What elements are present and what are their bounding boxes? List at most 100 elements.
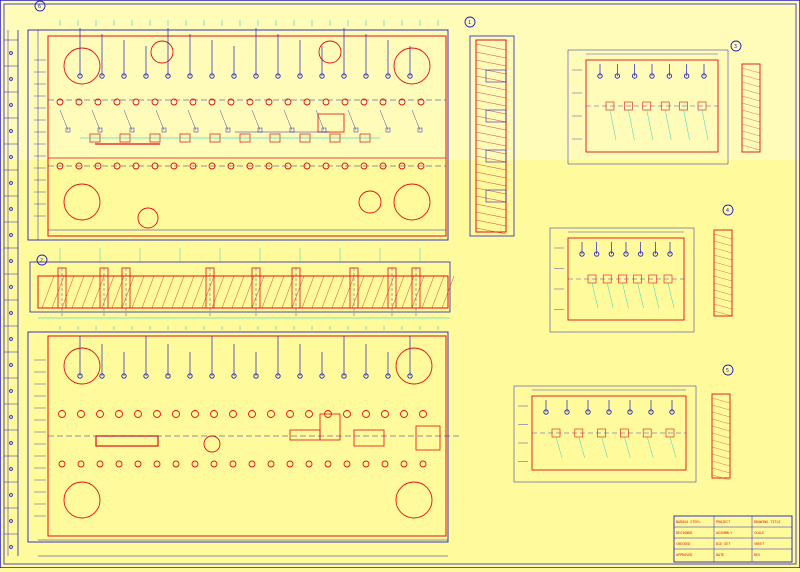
bolt-hole bbox=[379, 98, 387, 106]
hatch-line bbox=[741, 130, 761, 137]
pin-hole bbox=[614, 73, 620, 79]
pin-hole bbox=[627, 409, 633, 415]
small-square-mark bbox=[385, 127, 391, 133]
bolt-hole bbox=[191, 410, 199, 418]
dimension-marks bbox=[59, 20, 439, 330]
bolt-hole bbox=[322, 162, 330, 170]
plate-outer-frame bbox=[27, 29, 449, 241]
hatch-line bbox=[321, 275, 335, 309]
bolt-hole bbox=[362, 460, 370, 468]
small-square-mark bbox=[65, 127, 71, 133]
leader-line bbox=[187, 109, 197, 131]
hatch-line bbox=[475, 219, 507, 227]
hatch-line bbox=[475, 123, 507, 131]
hatch-line bbox=[475, 187, 507, 195]
margin-marker bbox=[9, 389, 13, 393]
view-side-lower bbox=[711, 393, 731, 481]
hatch-line bbox=[475, 115, 507, 123]
pin-hole bbox=[209, 73, 215, 79]
plate-edge bbox=[47, 35, 447, 237]
bolt-hole bbox=[172, 410, 180, 418]
bolt-hole bbox=[343, 460, 351, 468]
pin-hole bbox=[564, 409, 570, 415]
punch-block bbox=[289, 429, 321, 441]
leader-line bbox=[251, 109, 261, 131]
hatch-line bbox=[181, 275, 195, 309]
hatch-line bbox=[475, 195, 507, 203]
hatch-line bbox=[741, 123, 761, 130]
dim-leader bbox=[622, 282, 629, 309]
small-square-mark bbox=[257, 127, 263, 133]
margin-marker bbox=[9, 259, 13, 263]
hatch-line bbox=[161, 275, 175, 309]
bolt-hole bbox=[303, 98, 311, 106]
bolt-hole bbox=[58, 410, 66, 418]
dim-leader bbox=[646, 109, 653, 141]
bolt-hole bbox=[286, 410, 294, 418]
pocket bbox=[485, 69, 507, 83]
title-block-cell: PROJECT bbox=[716, 520, 730, 524]
hatch-line bbox=[475, 155, 507, 163]
margin-marker bbox=[9, 337, 13, 341]
margin-marker bbox=[9, 77, 13, 81]
pin-hole bbox=[319, 73, 325, 79]
pin-hole bbox=[231, 73, 237, 79]
bolt-hole bbox=[248, 410, 256, 418]
pocket bbox=[485, 149, 507, 163]
leader-line bbox=[315, 109, 325, 131]
bolt-hole bbox=[151, 162, 159, 170]
bolt-hole bbox=[77, 410, 85, 418]
leader-line bbox=[91, 109, 101, 131]
leader-line bbox=[123, 109, 133, 131]
pin-hole bbox=[666, 73, 672, 79]
hatch-line bbox=[711, 439, 731, 446]
hatch-line bbox=[475, 147, 507, 155]
center-hole bbox=[203, 435, 221, 453]
hatch-line bbox=[711, 453, 731, 460]
pin-hole bbox=[319, 373, 325, 379]
bolt-hole bbox=[134, 410, 142, 418]
title-block-cell: DRAWING TITLE bbox=[754, 520, 781, 524]
bolt-hole bbox=[75, 162, 83, 170]
dim-leader bbox=[555, 436, 563, 459]
bolt-hole bbox=[191, 460, 199, 468]
pin-hole bbox=[594, 251, 600, 257]
bolt-hole bbox=[284, 98, 292, 106]
bolt-hole bbox=[77, 460, 85, 468]
pin-hole bbox=[165, 373, 171, 379]
bolt-hole bbox=[153, 410, 161, 418]
hatch-line bbox=[475, 203, 507, 211]
pin-hole bbox=[341, 373, 347, 379]
bolt-hole bbox=[305, 460, 313, 468]
dim-leader bbox=[701, 109, 709, 141]
plate-outer-frame bbox=[27, 331, 449, 543]
pin-hole bbox=[165, 73, 171, 79]
hatch-line bbox=[61, 275, 75, 309]
hatch-line bbox=[713, 275, 733, 282]
guide-hole bbox=[63, 481, 101, 519]
pin-hole bbox=[275, 73, 281, 79]
bolt-hole bbox=[132, 162, 140, 170]
section-body bbox=[475, 39, 507, 233]
bolt-hole bbox=[96, 460, 104, 468]
leader-line bbox=[411, 109, 421, 131]
hatch-line bbox=[741, 137, 761, 144]
hatch-line bbox=[151, 275, 165, 309]
bolt-hole bbox=[417, 162, 425, 170]
pin-hole bbox=[606, 409, 612, 415]
hatch-line bbox=[171, 275, 185, 309]
bolt-hole bbox=[417, 98, 425, 106]
hatch-line bbox=[361, 275, 375, 309]
pin-hole bbox=[253, 73, 259, 79]
small-square-mark bbox=[417, 127, 423, 133]
hatch-line bbox=[711, 474, 731, 481]
pin-hole bbox=[99, 73, 105, 79]
pin-hole bbox=[385, 73, 391, 79]
bolt-hole bbox=[172, 460, 180, 468]
hatch-line bbox=[741, 74, 761, 81]
pin-hole bbox=[649, 73, 655, 79]
hatch-line bbox=[221, 275, 235, 309]
bolt-hole bbox=[265, 98, 273, 106]
hatch-line bbox=[231, 275, 245, 309]
